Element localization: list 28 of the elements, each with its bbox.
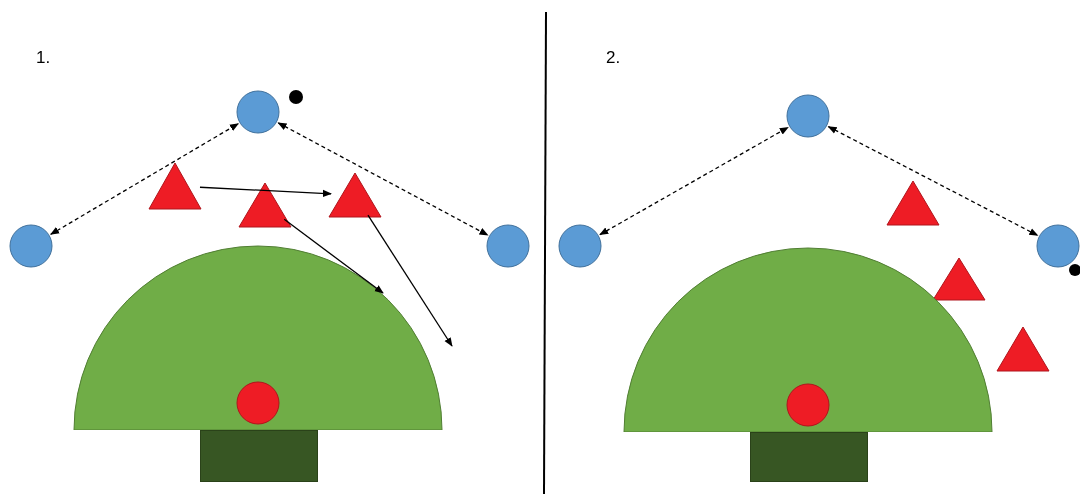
arrow	[199, 186, 332, 198]
arrow	[283, 218, 384, 294]
circle-marker	[236, 381, 280, 425]
panel-number: 2.	[606, 47, 621, 69]
arrow	[367, 214, 453, 347]
circle-marker	[558, 224, 602, 268]
arrow	[827, 125, 1039, 237]
semicircle-area	[623, 247, 993, 432]
ball-dot	[288, 89, 304, 105]
triangle-marker	[148, 162, 202, 210]
circle-marker	[236, 90, 280, 134]
circle-marker	[486, 224, 530, 268]
triangle-marker	[886, 180, 940, 226]
circle-marker	[786, 94, 830, 138]
circle-marker	[9, 224, 53, 268]
rectangle-block	[750, 432, 868, 482]
triangle-marker	[328, 172, 382, 218]
triangle-marker	[238, 182, 292, 228]
semicircle-area	[73, 245, 443, 430]
triangle-marker	[932, 257, 986, 301]
circle-marker	[1036, 224, 1080, 268]
panel-number: 1.	[36, 47, 51, 69]
circle-marker	[786, 383, 830, 427]
arrow	[277, 122, 489, 236]
triangle-marker	[996, 326, 1050, 372]
arrow	[599, 126, 789, 236]
arrow	[50, 123, 239, 235]
rectangle-block	[200, 430, 318, 482]
